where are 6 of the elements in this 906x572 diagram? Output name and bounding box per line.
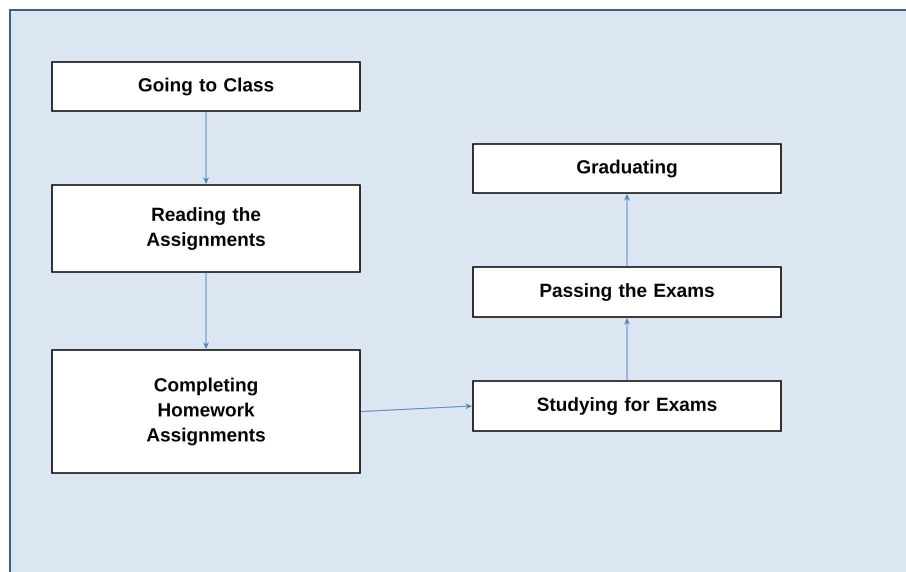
process-box: Studying for Exams	[472, 380, 782, 432]
process-box: Reading the Assignments	[51, 184, 361, 273]
process-box: Passing the Exams	[472, 266, 782, 318]
process-box: Completing Homework Assignments	[51, 349, 361, 474]
process-box: Graduating	[472, 143, 782, 194]
process-box: Going to Class	[51, 61, 361, 112]
